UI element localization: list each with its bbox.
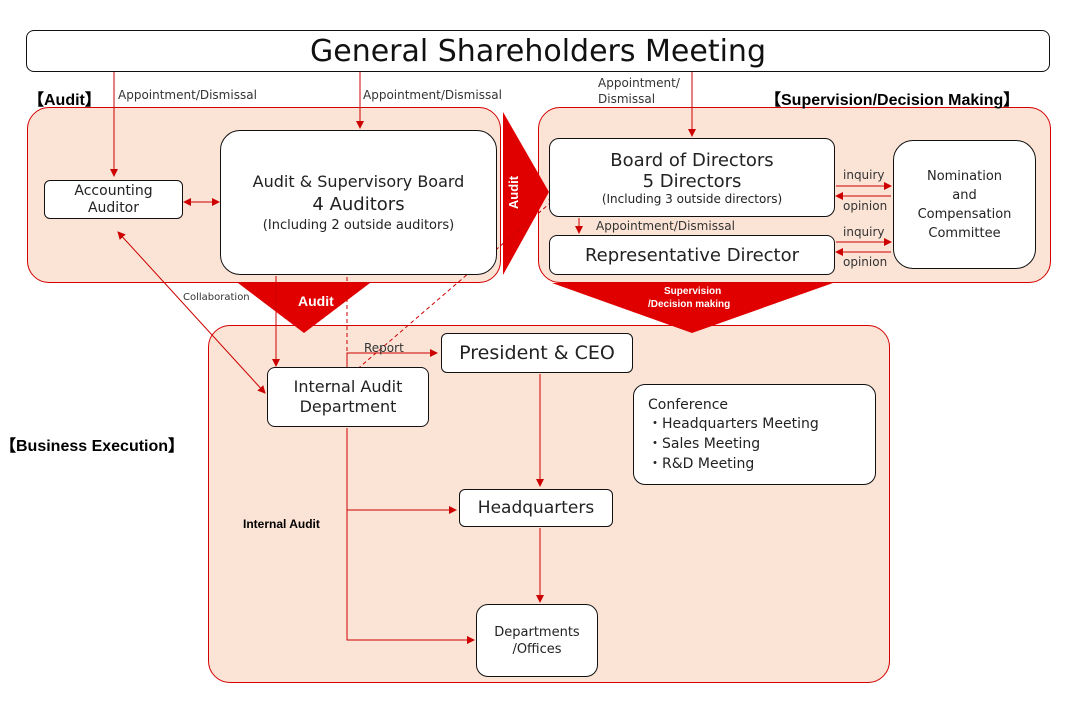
board-of-directors-box: Board of Directors 5 Directors (Includin…	[549, 138, 835, 217]
appointment-label-board-b: Dismissal	[598, 92, 656, 106]
representative-director-label: Representative Director	[584, 244, 800, 266]
accounting-auditor-box: Accounting Auditor	[44, 180, 183, 219]
internal-audit-line1: Internal Audit	[293, 377, 403, 396]
shareholders-meeting-box: General Shareholders Meeting	[26, 30, 1050, 72]
audit-board-count: 4 Auditors	[312, 194, 405, 215]
conference-item-1: ・Headquarters Meeting	[648, 415, 819, 432]
departments-line1: Departments	[494, 624, 580, 640]
conference-item-2: ・Sales Meeting	[648, 435, 761, 452]
shareholders-meeting-title: General Shareholders Meeting	[310, 33, 766, 69]
opinion-label-2: opinion	[843, 255, 888, 269]
report-label: Report	[364, 341, 404, 355]
departments-offices-box: Departments /Offices	[476, 604, 598, 677]
nomination-committee-box: Nomination and Compensation Committee	[893, 140, 1036, 269]
appointment-label-rep: Appointment/Dismissal	[596, 219, 735, 233]
board-count: 5 Directors	[642, 170, 742, 192]
opinion-label-1: opinion	[843, 199, 888, 213]
audit-vertical-label: Audit	[506, 175, 522, 210]
representative-director-box: Representative Director	[549, 235, 835, 275]
audit-board-note: (Including 2 outside auditors)	[262, 218, 455, 233]
president-ceo-box: President & CEO	[441, 333, 633, 373]
supervision-arrow-down-shape	[552, 283, 833, 333]
report-line	[346, 349, 438, 367]
collaboration-label: Collaboration	[183, 292, 250, 303]
accounting-auditor-line1: Accounting	[74, 182, 153, 199]
appointment-label-accounting: Appointment/Dismissal	[118, 88, 257, 102]
nomination-line4: Committee	[928, 225, 1001, 241]
headquarters-label: Headquarters	[477, 498, 595, 518]
section-audit-label: 【Audit】	[28, 92, 101, 109]
dashed-report-board	[346, 197, 557, 379]
conference-title: Conference	[648, 396, 729, 413]
departments-line2: /Offices	[512, 641, 562, 657]
conference-box: Conference ・Headquarters Meeting ・Sales …	[633, 384, 876, 485]
audit-board-title: Audit & Supervisory Board	[252, 172, 465, 191]
internal-audit-department-box: Internal Audit Department	[267, 367, 429, 427]
nomination-line2: and	[952, 187, 977, 203]
headquarters-box: Headquarters	[459, 489, 613, 527]
inquiry-label-2: inquiry	[843, 225, 885, 239]
president-ceo-label: President & CEO	[459, 342, 615, 364]
supervision-label-a: Supervision	[664, 286, 722, 297]
nomination-line1: Nomination	[926, 168, 1003, 184]
appointment-label-board-a: Appointment/	[598, 76, 680, 90]
audit-arrow-down-shape	[238, 283, 370, 333]
inquiry-label-1: inquiry	[843, 168, 885, 182]
internal-audit-line2: Department	[299, 397, 397, 416]
accounting-auditor-line2: Auditor	[87, 199, 140, 216]
board-title: Board of Directors	[610, 149, 774, 171]
supervision-label-b: /Decision making	[648, 299, 731, 310]
section-supervision-label: 【Supervision/Decision Making】	[765, 92, 1020, 109]
board-note: (Including 3 outside directors)	[601, 191, 783, 206]
audit-down-label: Audit	[298, 293, 334, 309]
nomination-line3: Compensation	[917, 206, 1012, 222]
section-business-label: 【Business Execution】	[0, 438, 185, 455]
collaboration-line	[117, 231, 266, 394]
conference-item-3: ・R&D Meeting	[648, 455, 755, 472]
audit-supervisory-board-box: Audit & Supervisory Board 4 Auditors (In…	[220, 130, 497, 275]
internal-audit-label: Internal Audit	[243, 517, 320, 531]
appointment-label-audit-board: Appointment/Dismissal	[363, 88, 502, 102]
internal-audit-line-departments	[346, 428, 475, 644]
